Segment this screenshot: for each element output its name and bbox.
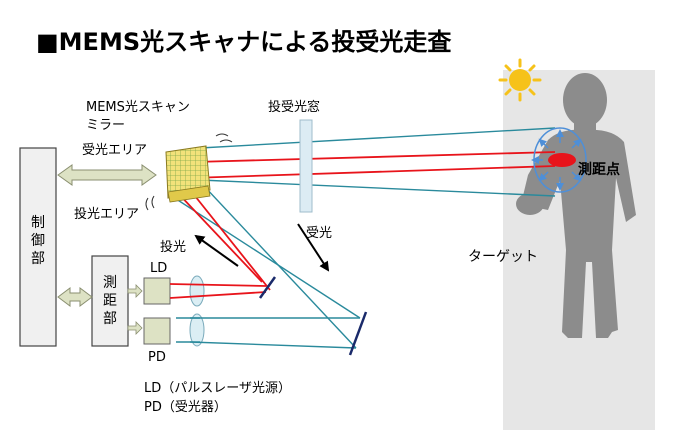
receive-label: 受光	[306, 226, 333, 241]
emit-beams	[169, 151, 556, 299]
mems-mirror-chip	[165, 145, 211, 203]
control-unit-label: 制御部	[31, 215, 45, 267]
ld-component	[143, 277, 171, 305]
scan-direction-arrows	[531, 129, 582, 191]
ld-label: LD	[150, 261, 168, 276]
mems-mirror-label-line2: ミラー	[86, 118, 126, 133]
person-silhouette	[516, 73, 636, 338]
receive-direction-arrow	[297, 223, 330, 272]
ld-mirror	[258, 276, 277, 299]
control-range-double-arrow	[57, 287, 93, 307]
measure-point	[548, 153, 576, 167]
emit-direction-arrow	[194, 234, 239, 267]
receive-area-label: 受光エリア	[82, 143, 148, 158]
pd-lens	[189, 313, 205, 347]
window	[299, 119, 313, 213]
range-unit-box	[91, 255, 129, 347]
receive-beams	[169, 127, 556, 349]
target-label: ターゲット	[468, 249, 538, 265]
emit-area-label: 投光エリア	[74, 207, 140, 222]
pd-mirror	[348, 311, 368, 356]
ld-lens	[189, 275, 205, 307]
range-pd-arrow	[127, 321, 143, 335]
legend-pd: PD（受光器）	[144, 400, 227, 415]
page-title: ■MEMS光スキャナによる投受光走査	[36, 28, 452, 56]
control-mems-double-arrow	[57, 164, 157, 186]
measure-point-label: 測距点	[578, 162, 620, 178]
legend-ld: LD（パルスレーザ光源）	[144, 381, 291, 396]
control-unit-box	[19, 147, 57, 347]
emit-label: 投光	[160, 240, 187, 255]
pd-component	[143, 317, 171, 345]
vibration-marks	[145, 133, 233, 211]
range-unit-label: 測距部	[103, 275, 117, 327]
pd-label: PD	[148, 350, 166, 365]
window-label: 投受光窓	[268, 100, 321, 115]
range-ld-arrow	[127, 284, 143, 298]
mems-mirror-label-line1: MEMS光スキャン	[86, 100, 190, 115]
sun-icon	[498, 58, 542, 102]
